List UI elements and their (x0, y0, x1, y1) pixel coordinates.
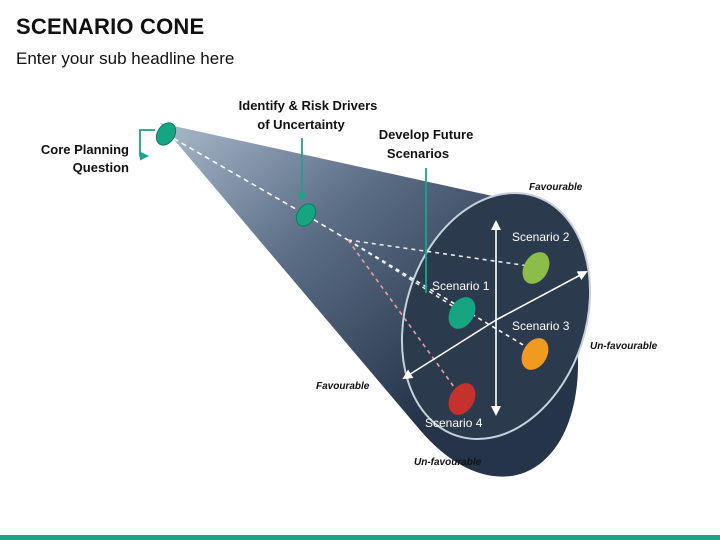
axis-diagonal-up (495, 271, 588, 321)
page-title: SCENARIO CONE (16, 14, 205, 39)
driver-dot (295, 203, 317, 227)
scenario4-label: Scenario 4 (425, 416, 483, 430)
axis-label-top: Favourable (529, 182, 583, 193)
scenario-paths (165, 133, 537, 399)
develop-label-line2: Scenarios (387, 146, 449, 161)
face-axes (402, 220, 588, 416)
page-subtitle: Enter your sub headline here (16, 49, 235, 68)
core-question-label-line2: Question (73, 160, 129, 175)
scenario1-label: Scenario 1 (432, 279, 490, 293)
scenario2-dot (522, 252, 550, 284)
axis-label-left: Favourable (316, 381, 370, 392)
scenario2-label: Scenario 2 (512, 230, 570, 244)
drivers-label-line1: Identify & Risk Drivers (239, 98, 378, 113)
scenario1-dot (448, 297, 476, 329)
scenario3-label: Scenario 3 (512, 319, 570, 333)
scenario4-dot (448, 383, 476, 415)
axis-diagonal-down (402, 319, 497, 380)
core-question-label-line1: Core Planning (41, 142, 129, 157)
axis-label-right: Un-favourable (590, 341, 658, 352)
core-connector (139, 129, 155, 161)
path-to-scenario1 (347, 239, 463, 313)
drivers-label-line2: of Uncertainty (257, 117, 345, 132)
develop-label-line1: Develop Future (379, 127, 474, 142)
core-question-dot (155, 122, 177, 146)
callout-connectors (139, 129, 427, 293)
scenario3-dot (521, 338, 549, 370)
path-driver-to-hub (305, 214, 349, 241)
bottom-accent-bar (0, 535, 720, 540)
axis-label-bottom: Un-favourable (414, 457, 482, 468)
path-to-scenario4 (347, 239, 463, 399)
